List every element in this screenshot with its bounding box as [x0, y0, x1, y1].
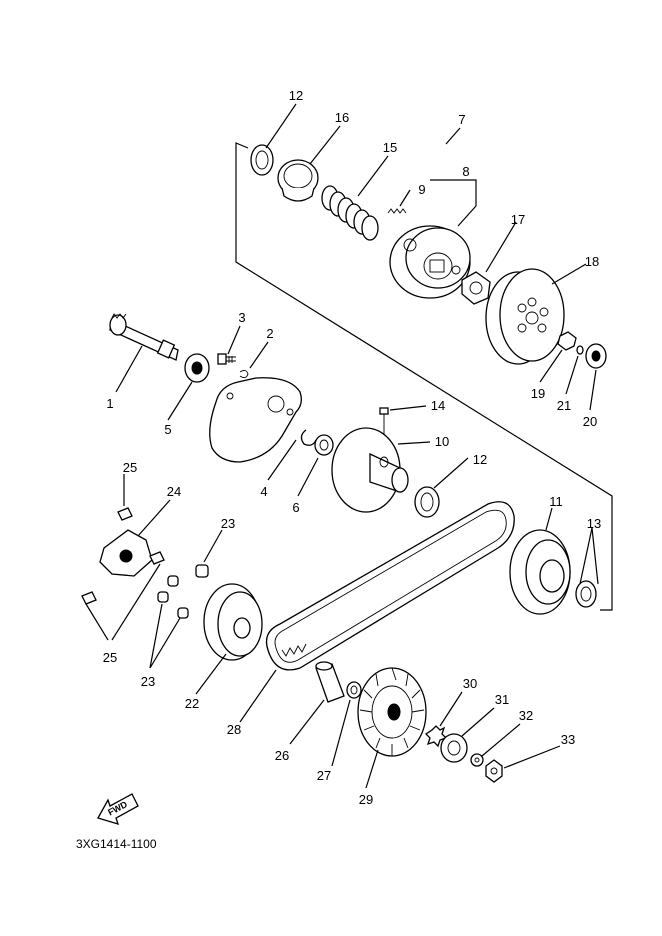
part-28-v-belt [265, 501, 515, 671]
part-16-collar [277, 159, 319, 202]
label-29: 29 [359, 792, 373, 807]
label-8: 8 [462, 164, 469, 179]
part-25-slider-left [81, 591, 97, 605]
label-21: 21 [557, 398, 571, 413]
label-23-bottom: 23 [141, 674, 155, 689]
part-23-weight-b [167, 575, 179, 587]
part-19-nut [557, 331, 577, 351]
part-17-nut [461, 271, 491, 305]
label-17: 17 [511, 212, 525, 227]
part-24-cam-plate [99, 529, 153, 577]
diagram-code: 3XG1414-1100 [76, 837, 157, 851]
part-22-sliding-sheave [203, 583, 263, 661]
label-23-top: 23 [221, 516, 235, 531]
part-13-seal [575, 580, 597, 608]
label-13: 13 [587, 516, 601, 531]
label-24: 24 [167, 484, 181, 499]
gasket-plate [209, 377, 302, 463]
label-19: 19 [531, 386, 545, 401]
label-27: 27 [317, 768, 331, 783]
part-25-slider-right [149, 551, 165, 565]
part-5-bearing [184, 353, 210, 383]
label-32: 32 [519, 708, 533, 723]
label-4: 4 [260, 484, 267, 499]
part-1-shaft [109, 313, 179, 361]
label-26: 26 [275, 748, 289, 763]
part-21-washer [576, 345, 584, 355]
leader-lines [85, 103, 599, 789]
label-2: 2 [266, 326, 273, 341]
part-11-fixed-sheave [509, 529, 571, 615]
part-6-washer [314, 434, 334, 456]
label-20: 20 [583, 414, 597, 429]
part-25-slider-top [117, 507, 133, 521]
part-31-hub [440, 733, 468, 763]
label-12-mid: 12 [473, 452, 487, 467]
part-30-star-washer [424, 725, 448, 748]
label-16: 16 [335, 110, 349, 125]
part-33-nut [485, 759, 503, 783]
label-18: 18 [585, 254, 599, 269]
fwd-arrow-icon: FWD [97, 793, 139, 825]
part-12-oil-seal-mid [414, 486, 440, 518]
part-32-washer [470, 753, 484, 767]
label-15: 15 [383, 140, 397, 155]
part-12-oil-seal-top [250, 144, 274, 176]
label-33: 33 [561, 732, 575, 747]
label-11: 11 [549, 494, 563, 509]
part-27-washer [346, 681, 362, 699]
label-28: 28 [227, 722, 241, 737]
assembly-frame [235, 142, 613, 611]
label-1: 1 [106, 396, 113, 411]
label-3: 3 [238, 310, 245, 325]
part-23-weight-d [177, 607, 189, 619]
part-9-small-spring [387, 208, 407, 214]
label-9: 9 [418, 182, 425, 197]
part-labels: 12 16 7 15 8 9 17 18 3 2 19 1 21 14 20 5… [103, 88, 601, 807]
part-23-weight-a [195, 564, 209, 578]
part-29-fan-sheave [357, 667, 427, 757]
label-10: 10 [435, 434, 449, 449]
label-25-top: 25 [123, 460, 137, 475]
part-8-clutch-carrier [389, 225, 471, 299]
label-30: 30 [463, 676, 477, 691]
part-18-clutch-housing [485, 268, 565, 365]
label-7: 7 [458, 112, 465, 127]
label-14: 14 [431, 398, 445, 413]
part-26-collar [315, 661, 345, 703]
part-15-compression-spring [321, 185, 379, 241]
label-31: 31 [495, 692, 509, 707]
part-20-bearing [585, 343, 607, 369]
part-23-weight-c [157, 591, 169, 603]
part-2-clip [239, 369, 249, 379]
part-4-circlip [300, 429, 317, 446]
label-12-top: 12 [289, 88, 303, 103]
label-25-bottom: 25 [103, 650, 117, 665]
part-10-sheave [331, 427, 409, 513]
label-6: 6 [292, 500, 299, 515]
part-3-bolt [217, 353, 236, 365]
label-22: 22 [185, 696, 199, 711]
label-5: 5 [164, 422, 171, 437]
